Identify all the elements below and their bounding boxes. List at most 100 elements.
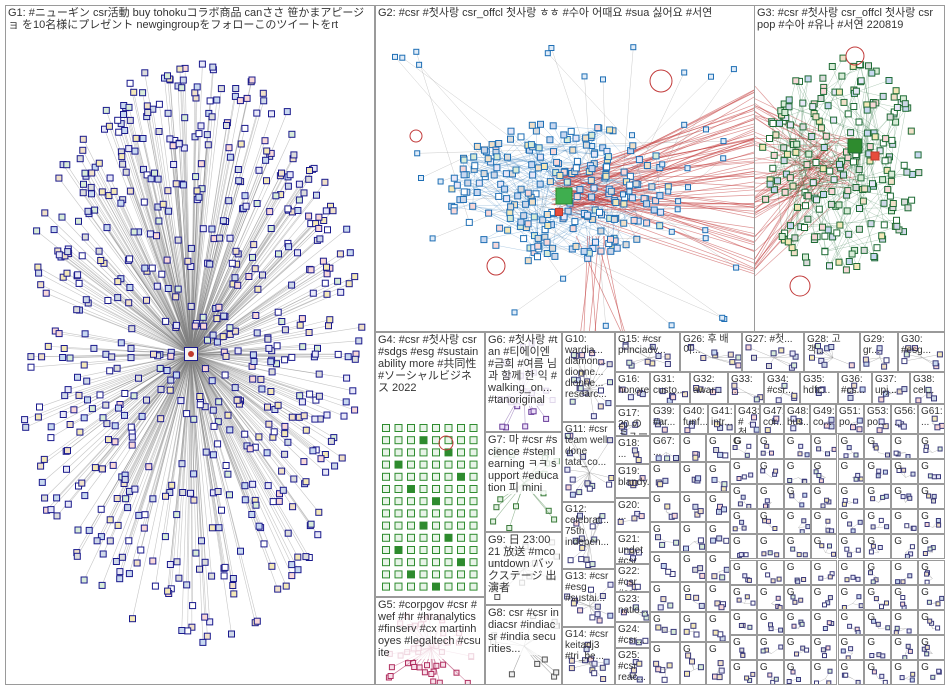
g1-node <box>351 406 359 414</box>
g1-node <box>155 128 163 135</box>
g4-node <box>444 558 453 567</box>
g1-node <box>47 423 55 431</box>
g2-node <box>590 150 598 158</box>
g2-edge <box>464 137 592 176</box>
small-group-edge <box>711 357 733 363</box>
g1-node <box>286 171 294 179</box>
tiny-group-label: G <box>894 511 903 523</box>
g1-edge <box>132 353 192 438</box>
small-group-node <box>589 350 596 357</box>
g3-edge <box>790 177 837 234</box>
g1-edge <box>86 299 192 355</box>
g1-node <box>61 392 69 400</box>
g2-node <box>620 191 626 198</box>
tiny-group-node <box>820 647 826 653</box>
tiny-group-panel: G <box>918 534 945 560</box>
tiny-group-label: G <box>867 561 876 573</box>
small-group-label: G56: ... <box>894 406 916 428</box>
g1-edge <box>190 184 300 355</box>
g4-node <box>407 533 415 542</box>
small-group-panel: G20: ... <box>615 498 650 532</box>
g1-hub-logo <box>188 351 194 357</box>
g3-node <box>848 250 856 258</box>
g3-node <box>867 220 875 228</box>
tiny-group-node <box>824 518 830 524</box>
group-panel-g6: G6: #첫사랑 #tan #티에이엔 #금희 #여름 님과 함께 한 익 #w… <box>485 332 562 432</box>
g1-edge <box>184 117 192 355</box>
small-group-node <box>735 362 741 369</box>
tiny-group-label: G <box>840 561 849 573</box>
tiny-group-node <box>761 551 767 557</box>
tiny-group-node <box>822 625 828 631</box>
g1-node <box>127 423 135 431</box>
small-group-label: G <box>653 644 661 655</box>
small-group-panel: G47: cor... <box>760 404 784 434</box>
tiny-group-panel: G <box>810 534 838 560</box>
g2-node <box>507 127 515 135</box>
g5-node <box>387 673 394 679</box>
tiny-group-node <box>797 597 803 603</box>
tiny-group-graph <box>732 443 752 458</box>
tiny-group-panel: G <box>891 659 919 685</box>
g1-node <box>76 428 84 436</box>
tiny-group-node <box>841 501 847 507</box>
small-group-panel: G48: bus... <box>784 404 810 434</box>
tiny-group-label: G <box>921 611 929 623</box>
g3-node <box>812 159 820 166</box>
g1-node <box>268 110 275 118</box>
g3-node <box>828 188 836 195</box>
tiny-group-node <box>900 578 906 584</box>
g1-edge <box>178 143 192 355</box>
g3-node <box>828 63 836 70</box>
g4-node <box>407 558 415 567</box>
g1-edge <box>190 143 242 355</box>
g3-node <box>783 150 791 158</box>
g3-node <box>857 174 865 182</box>
g1-node <box>281 430 289 438</box>
small-group-node <box>682 391 688 398</box>
g2-node <box>460 156 468 164</box>
small-group-graph <box>716 503 727 515</box>
small-group-node <box>716 674 723 681</box>
g1-node <box>190 470 198 478</box>
g1-node <box>243 94 251 102</box>
tiny-group-panel: G <box>918 434 945 460</box>
g1-node <box>220 572 228 580</box>
small-group-node <box>718 667 725 674</box>
small-group-node <box>664 455 671 461</box>
g1-node <box>323 411 331 419</box>
g1-edge <box>171 353 192 486</box>
small-group-label: G30: #esg... <box>901 334 932 356</box>
tiny-group-label: G <box>840 611 849 623</box>
g1-edge <box>190 353 194 474</box>
g2-node <box>506 214 514 222</box>
g1-node <box>115 128 123 136</box>
tiny-group-panel: G <box>864 609 892 635</box>
small-group-panel: G11: #csr team well done tata_co... <box>562 422 615 502</box>
g1-node <box>338 454 346 462</box>
tiny-group-graph <box>767 621 783 633</box>
g1-node <box>159 200 167 208</box>
tiny-group-node <box>736 597 742 603</box>
g1-node <box>55 251 63 259</box>
g1-node <box>195 130 203 138</box>
g1-node <box>129 615 136 623</box>
small-group-node <box>579 544 586 551</box>
g1-node <box>249 351 257 359</box>
g1-node <box>111 422 119 430</box>
g1-node <box>266 208 274 216</box>
g1-edge <box>176 353 192 515</box>
g1-node <box>149 495 157 503</box>
tiny-group-node <box>820 503 826 509</box>
small-group-node <box>635 457 642 463</box>
g1-node <box>197 122 205 130</box>
g2-node <box>572 134 580 142</box>
tiny-group-label: G <box>733 561 741 573</box>
tiny-group-node <box>855 629 861 634</box>
g2-g3-edge <box>755 177 825 237</box>
g1-edge <box>190 353 234 586</box>
small-group-panel: G <box>650 522 680 552</box>
tiny-group-node <box>746 577 752 583</box>
small-group-node <box>569 398 576 405</box>
